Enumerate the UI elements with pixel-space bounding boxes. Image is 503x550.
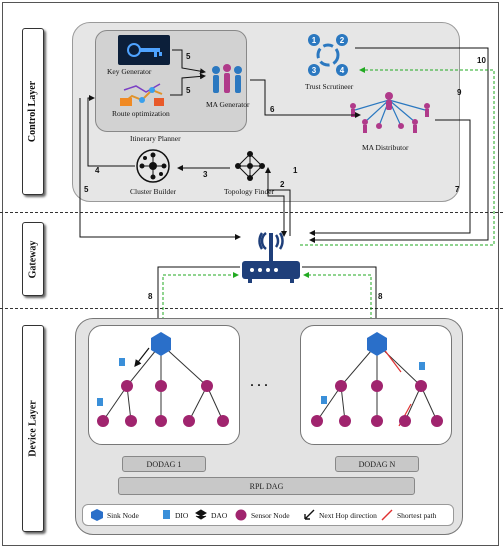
router-icon bbox=[242, 232, 300, 283]
edge-label-2: 2 bbox=[280, 180, 285, 189]
sensor-node-icon bbox=[235, 509, 247, 521]
edge-planner-to-gateway bbox=[79, 98, 241, 240]
key-generator-icon bbox=[118, 35, 170, 65]
figure-frame bbox=[2, 2, 499, 546]
route-optimization-icon bbox=[120, 83, 164, 106]
edge-keygen-to-ma bbox=[172, 49, 206, 75]
key-generator-label: Key Generator bbox=[107, 67, 152, 76]
legend-dao: DAO bbox=[211, 511, 228, 520]
ma-distributor-icon bbox=[350, 92, 430, 133]
legend-shortest: Shortest path bbox=[397, 511, 437, 520]
edge-label-8a: 8 bbox=[148, 292, 153, 301]
trust-step-3: 3 bbox=[312, 66, 317, 75]
dodag-N-label: DODAG N bbox=[335, 456, 419, 472]
edge-label-3: 3 bbox=[203, 170, 208, 179]
ma-generator-label: MA Generator bbox=[206, 100, 250, 109]
legend-sink: Sink Node bbox=[107, 511, 139, 520]
legend-sensor: Sensor Node bbox=[251, 511, 290, 520]
edge-distributor-to-gateway bbox=[309, 119, 471, 236]
ma-generator-icon bbox=[212, 64, 242, 93]
layer-separator-top bbox=[0, 212, 503, 213]
legend-dio: DIO bbox=[175, 511, 189, 520]
ma-distributor-label: MA Distributor bbox=[362, 143, 409, 152]
device-layer-label: Device Layer bbox=[22, 325, 44, 532]
trust-step-1: 1 bbox=[312, 36, 317, 45]
next-hop-icon bbox=[304, 509, 315, 520]
edge-route-to-ma bbox=[170, 73, 206, 96]
dio-icon bbox=[163, 510, 170, 519]
edge-label-10: 10 bbox=[477, 56, 486, 65]
rpl-dag-label: RPL DAG bbox=[118, 477, 415, 495]
edge-label-5a: 5 bbox=[186, 52, 191, 61]
edge-label-1: 1 bbox=[293, 166, 298, 175]
trust-step-2: 2 bbox=[340, 36, 345, 45]
dodag-N-panel bbox=[300, 325, 452, 445]
edge-label-9: 9 bbox=[457, 88, 462, 97]
edge-cluster-to-route bbox=[87, 95, 135, 167]
legend: Sink Node DIO DAO Sensor Node Next Hop d… bbox=[82, 504, 454, 526]
dodag-1-tree bbox=[97, 332, 229, 427]
edge-topology-to-gateway-2 bbox=[267, 168, 287, 237]
edge-gateway-to-dodag1 bbox=[155, 266, 240, 326]
edge-label-4: 4 bbox=[95, 166, 100, 175]
trust-scrutineer-icon: 1 2 3 4 bbox=[308, 34, 348, 76]
green-link-dodagN bbox=[303, 272, 372, 325]
topology-finder-icon bbox=[235, 151, 265, 181]
topology-finder-label: Topology Finder bbox=[224, 187, 275, 196]
edge-gateway-to-topology-1 bbox=[265, 167, 291, 236]
dodag-1-label: DODAG 1 bbox=[122, 456, 206, 472]
green-link-dodag1 bbox=[162, 272, 239, 325]
gateway-layer-label: Gateway bbox=[22, 222, 44, 296]
trust-step-4: 4 bbox=[340, 66, 345, 75]
route-optimization-label: Route optimization bbox=[112, 109, 170, 118]
dodag-1-panel bbox=[88, 325, 240, 445]
dodag-N-tree bbox=[311, 332, 443, 427]
layer-separator-bottom bbox=[0, 308, 503, 309]
dodag-ellipsis: · · · bbox=[250, 378, 269, 392]
edge-label-5b: 5 bbox=[186, 86, 191, 95]
edge-gateway-to-dodagN bbox=[302, 266, 379, 326]
edge-label-6: 6 bbox=[270, 105, 275, 114]
trust-scrutineer-label: Trust Scrutineer bbox=[305, 82, 354, 91]
cluster-builder-icon bbox=[136, 149, 170, 183]
itinerary-planner-label: Itinerary Planner bbox=[130, 134, 181, 143]
sink-node-icon bbox=[91, 509, 103, 521]
edge-label-7: 7 bbox=[455, 185, 460, 194]
cluster-builder-label: Cluster Builder bbox=[130, 187, 177, 196]
edge-ma-to-distributor bbox=[250, 79, 361, 118]
dao-icon bbox=[195, 509, 207, 520]
edge-label-5c: 5 bbox=[84, 185, 89, 194]
shortest-path-icon bbox=[381, 509, 393, 521]
green-link-to-trust bbox=[300, 67, 495, 246]
legend-next-hop: Next Hop direction bbox=[319, 511, 377, 520]
edge-trust-to-gateway bbox=[309, 47, 489, 243]
control-layer-label: Control Layer bbox=[22, 28, 44, 195]
edge-label-8b: 8 bbox=[378, 292, 383, 301]
